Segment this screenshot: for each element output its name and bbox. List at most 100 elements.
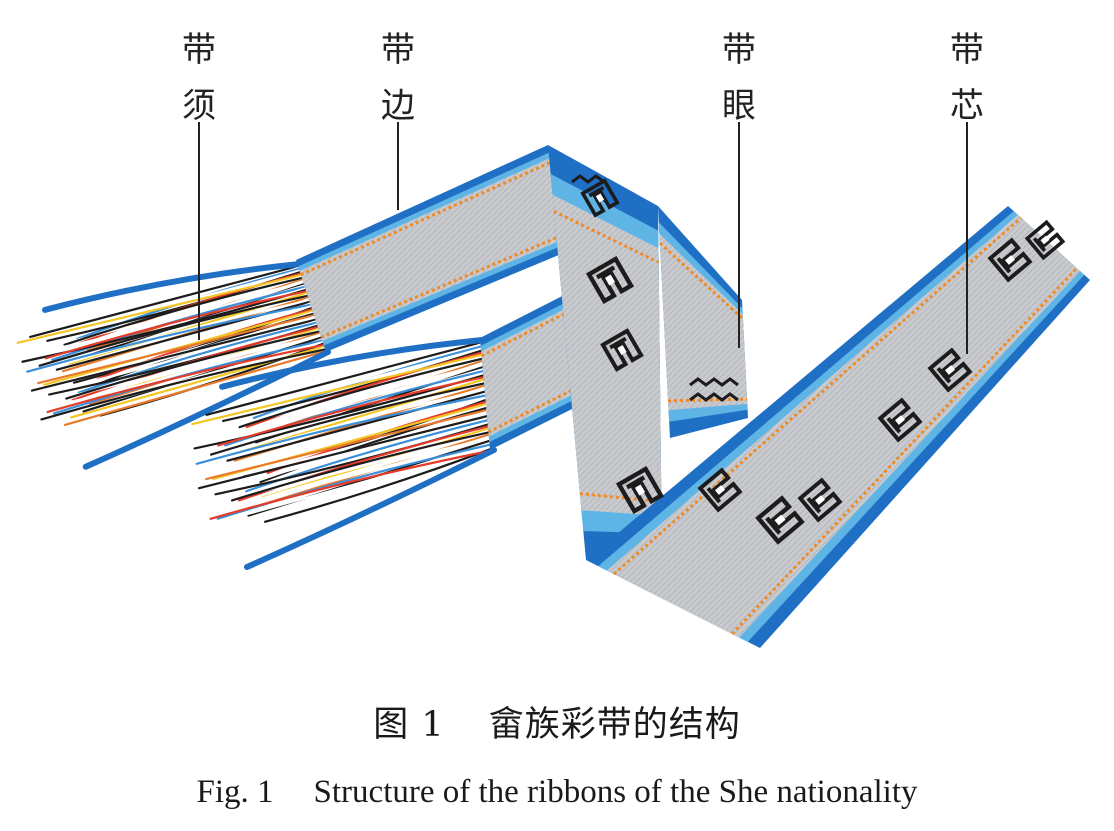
woven-glyph-fill: [715, 485, 725, 495]
eye-zigzag-2: [689, 392, 739, 402]
woven-glyph: [600, 328, 644, 372]
fringe-blue-edge-top: [219, 337, 485, 390]
band-upper-left-dots-top: [300, 160, 552, 277]
label-core: 带 芯: [937, 22, 997, 134]
fringe-thread: [30, 318, 319, 392]
band-eye-segment-dots-bottom: [668, 397, 748, 403]
fringe-blue-edge-top: [42, 261, 303, 313]
woven-glyph-stroke: [987, 237, 1033, 283]
woven-glyph-fill: [617, 345, 627, 355]
band-lower-left: [480, 292, 590, 450]
woven-glyph-stroke: [755, 495, 805, 545]
fringe-thread: [29, 264, 302, 338]
woven-glyph-fill: [634, 484, 646, 496]
woven-glyph-fill: [1005, 255, 1015, 265]
top-zigzag: [571, 174, 605, 184]
fringe-thread: [26, 303, 314, 373]
woven-glyph: [927, 347, 973, 393]
label-core-line2: 芯: [950, 86, 984, 126]
fringe-thread: [257, 385, 489, 459]
woven-glyph-stroke: [600, 328, 644, 372]
band-right-long-dots-top: [612, 216, 1023, 576]
woven-glyph: [987, 237, 1033, 283]
fringe-thread: [219, 395, 490, 471]
fringe-thread: [49, 304, 315, 379]
band-eye-segment: [658, 206, 748, 438]
band-lower-left-dots-bottom: [487, 381, 588, 434]
fringe-thread: [271, 440, 495, 514]
ribbon-bands: [296, 145, 1090, 648]
woven-glyph-stroke: [615, 465, 665, 515]
woven-glyph-fill: [945, 365, 955, 375]
band-upper-left-dots-bottom: [320, 233, 564, 339]
band-descending-dots-top: [553, 210, 660, 264]
label-edge-line1: 带: [381, 30, 415, 70]
fringe-thread: [197, 414, 492, 490]
band-descending-dots-bottom: [579, 492, 662, 504]
woven-glyph-fill: [815, 495, 825, 505]
woven-glyph: [755, 495, 805, 545]
label-eye: 带 眼: [709, 22, 769, 134]
leader-fringe: [198, 122, 200, 340]
ribbon-core-patterns: [571, 174, 1066, 545]
leader-core: [966, 122, 968, 354]
fringe-thread: [46, 343, 327, 414]
label-edge: 带 边: [368, 22, 428, 134]
woven-glyph-fill: [895, 415, 905, 425]
band-right-long: [586, 206, 1090, 648]
woven-glyph-stroke: [1024, 219, 1066, 261]
fringe-thread: [205, 408, 491, 481]
fringe-upper: [16, 261, 331, 470]
caption-en-text: Structure of the ribbons of the She nati…: [313, 774, 918, 810]
woven-glyph-stroke: [927, 347, 973, 393]
fringe-thread: [44, 289, 310, 360]
woven-glyph: [1024, 219, 1066, 261]
band-upper-left-body: [299, 157, 564, 341]
fringe-thread: [238, 357, 486, 429]
label-fringe-line1: 带: [182, 30, 216, 70]
woven-glyph-fill: [1040, 235, 1050, 245]
woven-glyph-fill: [774, 514, 786, 526]
label-fringe: 带 须: [169, 22, 229, 134]
fringe-thread: [209, 381, 488, 456]
woven-glyph-stroke: [797, 477, 843, 523]
fringe-thread: [263, 446, 495, 523]
woven-glyph: [585, 255, 635, 305]
fringe-thread: [65, 330, 323, 400]
caption-cn-text: 畲族彩带的结构: [488, 705, 741, 745]
fringe-thread: [195, 393, 490, 465]
fringe-thread: [87, 350, 330, 423]
band-eye-segment-dots-top: [658, 242, 744, 320]
fringe-thread: [63, 276, 306, 346]
fringe-blue-edge-bottom: [244, 447, 497, 570]
woven-glyph-fill: [604, 274, 616, 286]
fringe-thread: [37, 313, 318, 385]
band-lower-left-body: [481, 304, 588, 437]
band-upper-left: [296, 145, 566, 352]
fringe-thread: [77, 321, 320, 394]
woven-glyph: [797, 477, 843, 523]
fringe-thread: [63, 349, 329, 427]
fringe-thread: [205, 340, 484, 416]
label-edge-line2: 边: [381, 86, 415, 126]
band-lower-left-dots-top: [480, 307, 574, 358]
label-fringe-line2: 须: [182, 86, 216, 126]
woven-glyph-stroke: [585, 255, 635, 305]
band-right-long-body: [606, 214, 1081, 638]
label-eye-line2: 眼: [722, 86, 756, 126]
woven-glyph: [580, 178, 620, 218]
fringe-lower: [191, 337, 497, 570]
woven-glyph-fill: [595, 193, 605, 203]
fringe-thread: [209, 448, 496, 520]
fringe-thread: [217, 375, 488, 447]
woven-glyph: [697, 467, 743, 513]
label-eye-line1: 带: [722, 30, 756, 70]
fringe-thread: [223, 436, 494, 511]
eye-zigzag-1: [689, 377, 739, 387]
fringe-thread: [230, 430, 494, 502]
woven-glyph-stroke: [697, 467, 743, 513]
fringe-thread: [191, 353, 485, 426]
